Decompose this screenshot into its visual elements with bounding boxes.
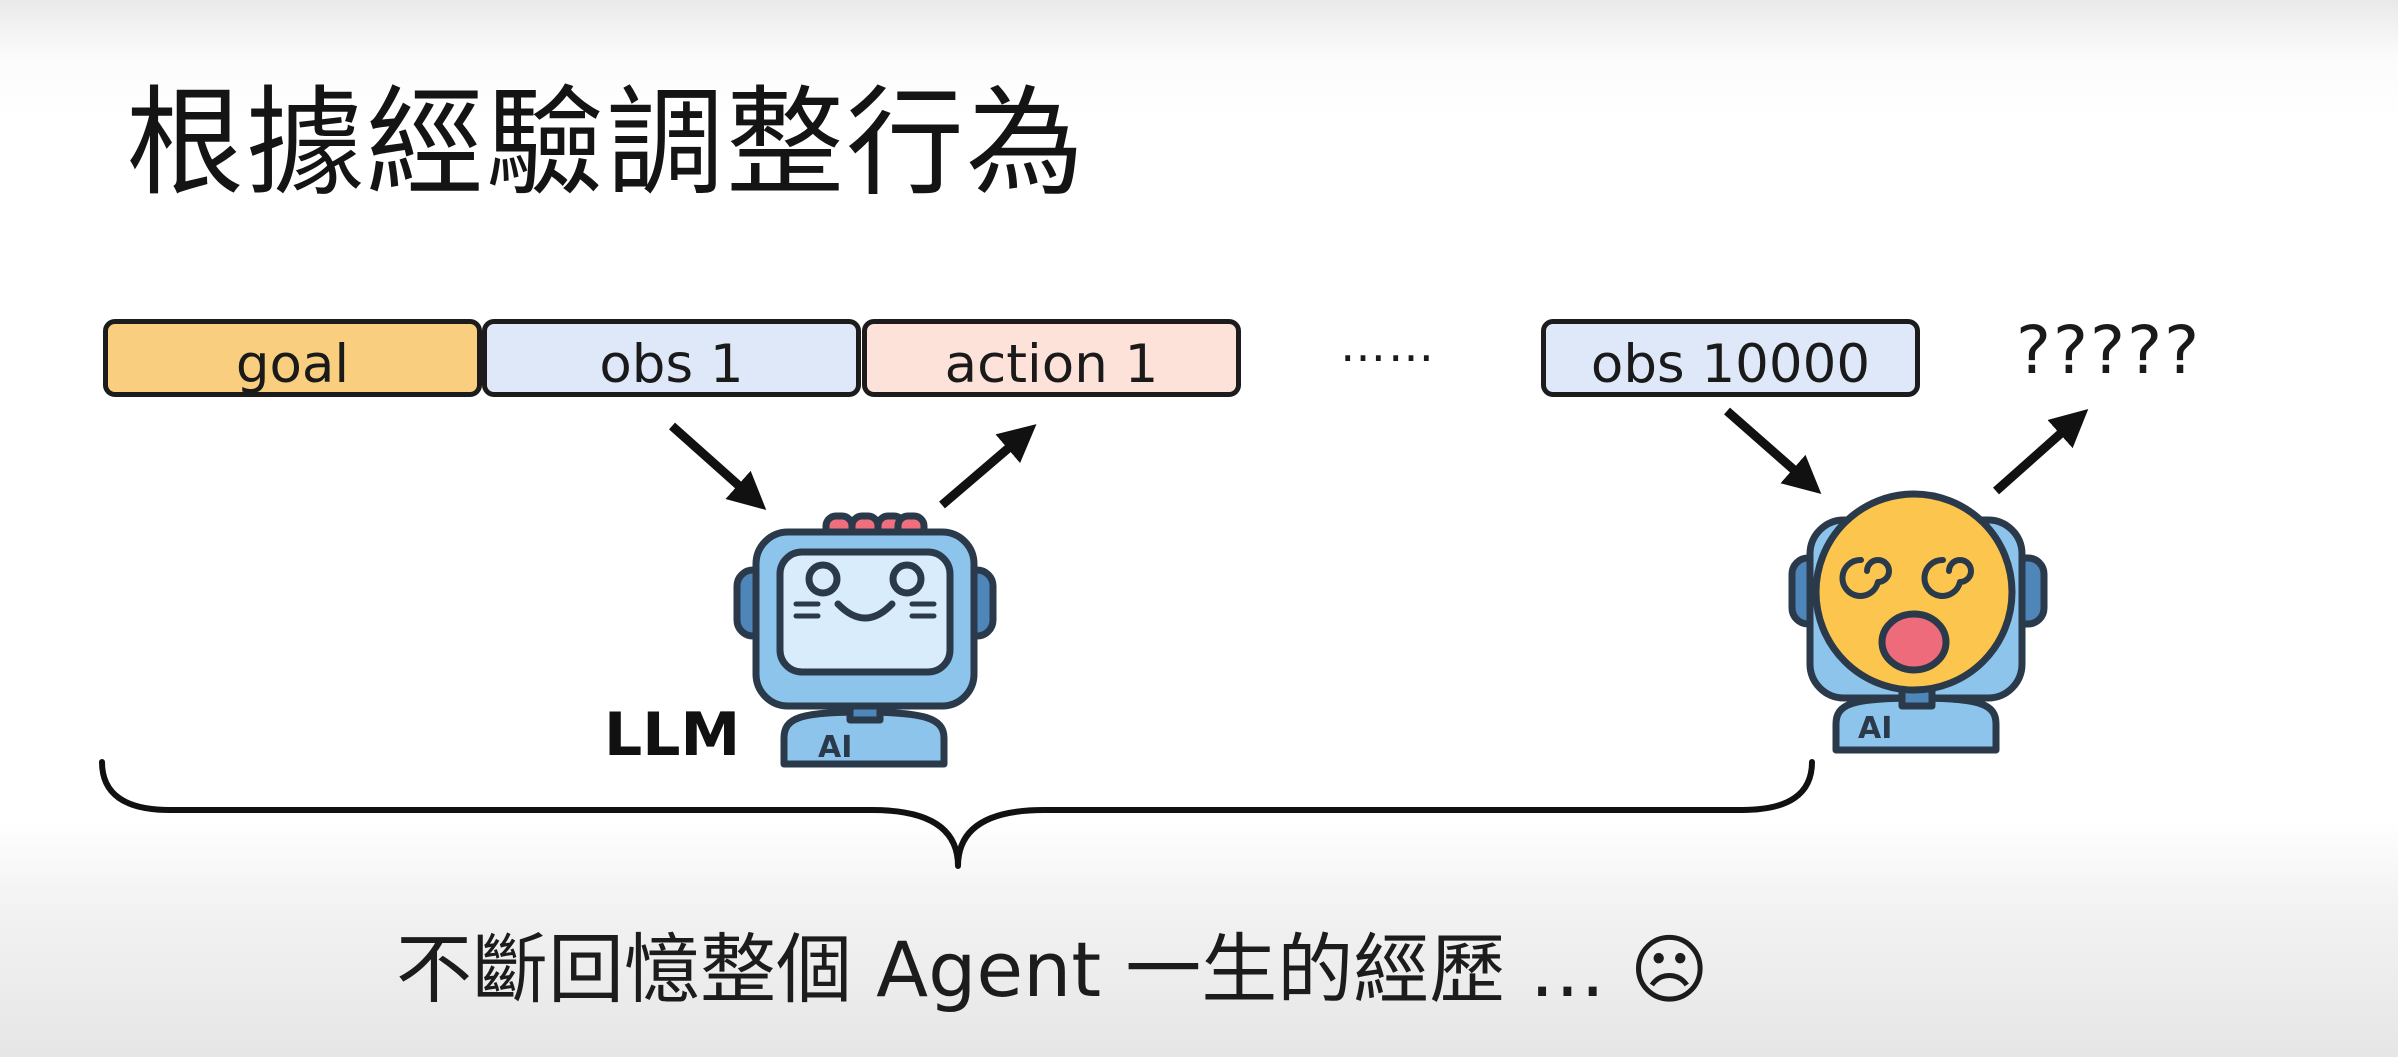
curly-brace-icon [99, 759, 1815, 869]
slide-title: 根據經驗調整行為 [126, 74, 1087, 212]
dizzy-robot-icon [1788, 490, 2048, 754]
action-1-box: action 1 [862, 319, 1241, 397]
llm-robot-badge: AI [818, 730, 852, 765]
unknown-output-marks: ????? [2016, 312, 2202, 389]
arrow-obs-to-llm [669, 422, 767, 511]
sequence-ellipsis: …… [1340, 318, 1436, 372]
arrow-obs-to-confused-agent [1724, 407, 1822, 494]
obs-1-box: obs 1 [482, 319, 861, 397]
llm-label: LLM [604, 700, 741, 770]
dizzy-robot-badge: AI [1858, 711, 1892, 746]
obs-10000-box: obs 10000 [1541, 319, 1920, 397]
arrow-llm-to-action [939, 424, 1037, 509]
bottom-caption: 不斷回憶整個 Agent 一生的經歷 … ☹ [396, 925, 1709, 1014]
goal-box: goal [103, 319, 482, 397]
happy-robot-icon [733, 512, 997, 768]
arrow-confused-agent-to-output [1993, 408, 2089, 495]
